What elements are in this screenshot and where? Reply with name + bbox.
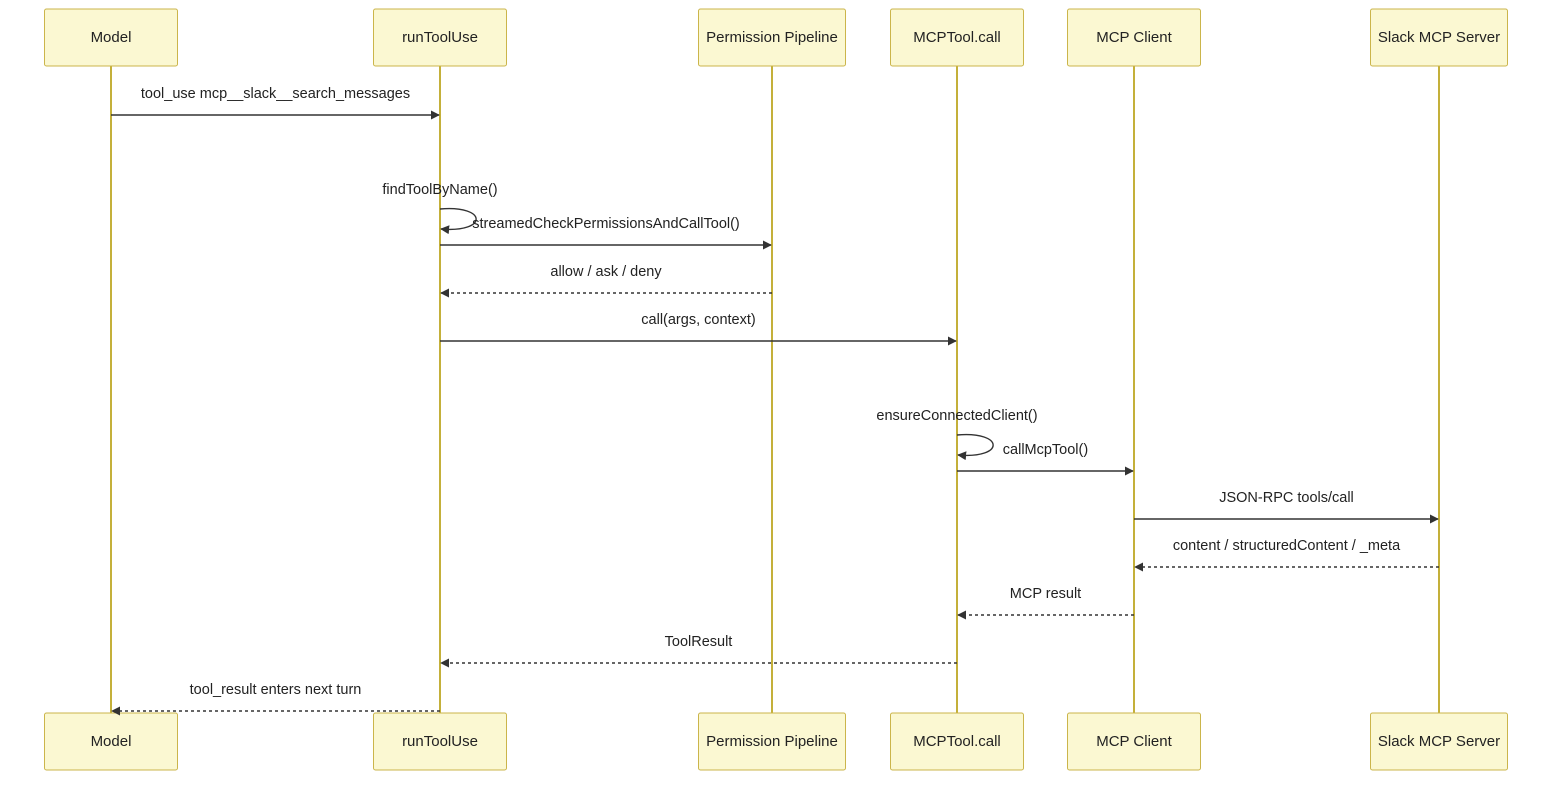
actors-top: Model runToolUse Permission Pipeline MCPToo… <box>44 8 1508 67</box>
actor-label: Model <box>91 29 132 46</box>
message-label: call(args, context) <box>641 312 755 328</box>
actor-box <box>890 8 1024 67</box>
actor-label: runToolUse <box>402 733 478 750</box>
actor-label: MCP Client <box>1096 733 1172 750</box>
self-message-loop <box>956 433 994 461</box>
actor-box <box>1370 712 1508 771</box>
actor-box <box>890 712 1024 771</box>
message-5: call(args, context) <box>440 312 957 346</box>
actor-mcptool-bottom: MCPTool.call <box>890 712 1024 771</box>
message-2: findToolByName() <box>382 182 498 235</box>
actor-model-top: Model <box>44 8 178 67</box>
message-12: tool_result enters next turn <box>111 682 440 716</box>
actors-bottom: Model runToolUse Permission Pipeline MCPToo… <box>44 712 1508 771</box>
message-3: streamedCheckPermissionsAndCallTool() <box>440 216 772 250</box>
actor-box <box>1370 8 1508 67</box>
actor-box <box>44 712 178 771</box>
message-label: ToolResult <box>665 634 733 650</box>
message-label: callMcpTool() <box>1003 442 1088 458</box>
actor-mcptool-top: MCPTool.call <box>890 8 1024 67</box>
actor-box <box>373 8 507 67</box>
actor-box <box>698 8 846 67</box>
message-label: MCP result <box>1010 586 1081 602</box>
actor-mcpclient-bottom: MCP Client <box>1067 712 1201 771</box>
message-8: JSON-RPC tools/call <box>1134 490 1439 524</box>
actor-label: Model <box>91 733 132 750</box>
messages: tool_use mcp__slack__search_messagesfind… <box>111 86 1439 716</box>
actor-label: Permission Pipeline <box>706 29 838 46</box>
actor-box <box>698 712 846 771</box>
actor-runtooluse-bottom: runToolUse <box>373 712 507 771</box>
message-4: allow / ask / deny <box>440 264 772 298</box>
actor-label: MCPTool.call <box>913 29 1001 46</box>
message-label: allow / ask / deny <box>550 264 662 280</box>
actor-box <box>44 8 178 67</box>
message-label: tool_result enters next turn <box>190 682 362 698</box>
message-9: content / structuredContent / _meta <box>1134 538 1439 572</box>
actor-label: Permission Pipeline <box>706 733 838 750</box>
actor-box <box>1067 8 1201 67</box>
message-label: tool_use mcp__slack__search_messages <box>141 86 410 102</box>
actor-mcpclient-top: MCP Client <box>1067 8 1201 67</box>
message-1: tool_use mcp__slack__search_messages <box>111 86 440 120</box>
message-label: streamedCheckPermissionsAndCallTool() <box>472 216 740 232</box>
actor-label: MCP Client <box>1096 29 1172 46</box>
actor-label: runToolUse <box>402 29 478 46</box>
message-10: MCP result <box>957 586 1134 620</box>
actor-box <box>1067 712 1201 771</box>
actor-permission-bottom: Permission Pipeline <box>698 712 846 771</box>
message-6: ensureConnectedClient() <box>876 408 1038 461</box>
message-11: ToolResult <box>440 634 957 668</box>
message-label: findToolByName() <box>382 182 497 198</box>
actor-slack-top: Slack MCP Server <box>1370 8 1508 67</box>
actor-slack-bottom: Slack MCP Server <box>1370 712 1508 771</box>
actor-label: Slack MCP Server <box>1378 29 1500 46</box>
actor-permission-top: Permission Pipeline <box>698 8 846 67</box>
actor-runtooluse-top: runToolUse <box>373 8 507 67</box>
message-label: JSON-RPC tools/call <box>1219 490 1354 506</box>
message-label: ensureConnectedClient() <box>876 408 1037 424</box>
lifelines <box>110 66 1440 713</box>
actor-label: Slack MCP Server <box>1378 733 1500 750</box>
message-7: callMcpTool() <box>957 442 1134 476</box>
actor-box <box>373 712 507 771</box>
actor-model-bottom: Model <box>44 712 178 771</box>
actor-label: MCPTool.call <box>913 733 1001 750</box>
self-message-loop <box>439 207 477 235</box>
message-label: content / structuredContent / _meta <box>1173 538 1401 554</box>
